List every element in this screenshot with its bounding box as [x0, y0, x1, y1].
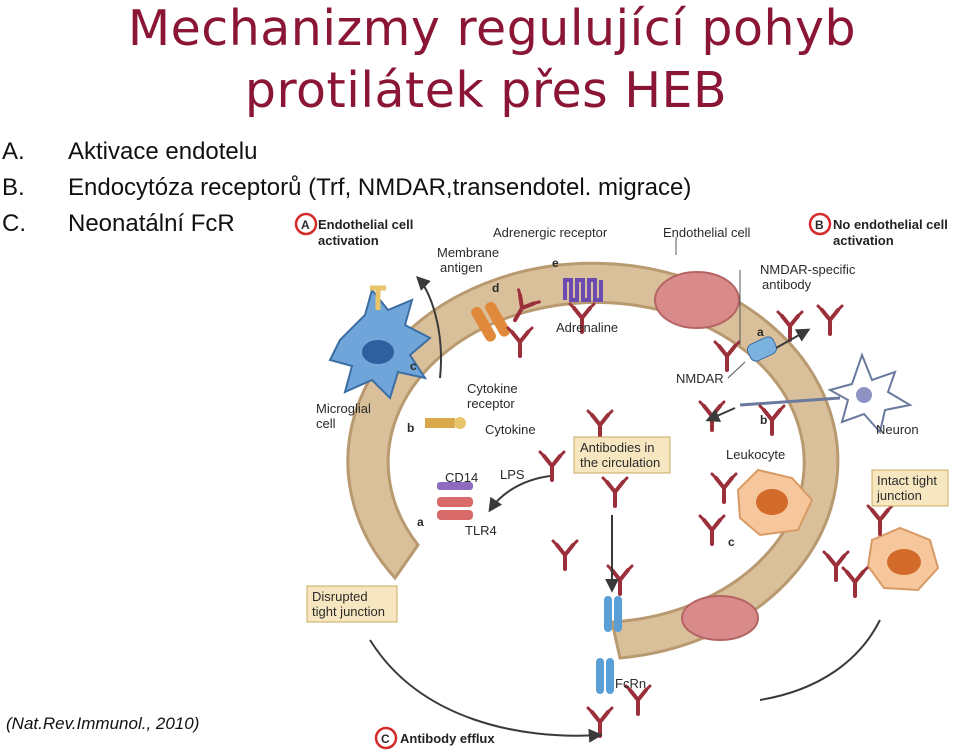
microglial-nucleus: [362, 340, 394, 364]
label-lps: LPS: [500, 467, 525, 482]
circulation-box: [573, 436, 671, 474]
endothelial-nucleus-lower: [681, 595, 759, 641]
label-adrenaline: Adrenaline: [556, 320, 618, 335]
endothelial-nucleus: [654, 271, 740, 329]
label-microglial-cell: Microglial: [316, 401, 371, 416]
neuron: [739, 352, 913, 435]
intact-junction-box: [871, 469, 949, 507]
label-nmdar-antibody: NMDAR-specific: [760, 262, 856, 277]
disrupted-junction-box: [306, 585, 398, 623]
panel-c-circle: [374, 726, 398, 750]
arrow-leukocyte: [488, 475, 551, 513]
arrow-efflux-right: [759, 619, 881, 701]
step-a-lower: a: [417, 515, 424, 529]
leukocyte-nucleus: [756, 489, 788, 515]
citation: (Nat.Rev.Immunol., 2010): [6, 714, 200, 733]
list-item-b: B. Endocytóza receptorů (Trf, NMDAR,trans…: [2, 176, 691, 200]
list-letter: B.: [2, 174, 25, 201]
panel-b-letter: B: [815, 218, 824, 232]
label-intact-tight-junction: Intact tight: [877, 473, 937, 488]
step-c-upper: c: [410, 359, 417, 373]
label-antigen: antigen: [440, 260, 483, 275]
label-intact-tight-junction-2: junction: [876, 488, 922, 503]
label-disrupted-tight-junction: Disrupted: [312, 589, 368, 604]
panel-b-circle: [808, 212, 832, 236]
label-leukocyte: Leukocyte: [726, 447, 785, 462]
panel-c-title: Antibody efflux: [400, 731, 495, 746]
label-fcrn: FcRn: [615, 676, 646, 691]
label-disrupted-tight-junction-2: tight junction: [312, 604, 385, 619]
list-letter: A.: [2, 138, 25, 165]
list-letter: C.: [2, 210, 26, 237]
arrow-a: [775, 328, 811, 349]
label-cytokine-receptor-2: receptor: [467, 396, 515, 411]
label-microglial-cell-2: cell: [316, 416, 336, 431]
endothelium-ring: [346, 261, 840, 660]
label-cd14: CD14: [445, 470, 478, 485]
panel-b-subtitle: activation: [833, 233, 894, 248]
label-nmdar-antibody-2: antibody: [762, 277, 812, 292]
label-antibodies-circulation: Antibodies in: [580, 440, 654, 455]
page-title: Mechanizmy regulující pohyb: [127, 0, 857, 57]
membrane-antigen: [471, 301, 510, 342]
list-text: Aktivace endotelu: [68, 138, 258, 165]
adrenergic-receptor: [563, 278, 603, 302]
nmdar-receptor: [746, 336, 778, 362]
panel-c-letter: C: [381, 732, 390, 746]
panel-a-subtitle: activation: [318, 233, 379, 248]
fcrn-receptor: [596, 596, 622, 694]
step-b-upper: b: [760, 413, 767, 427]
step-d: d: [492, 281, 499, 295]
page-title-line2: protilátek přes HEB: [244, 62, 728, 119]
tlr4-receptor: [437, 482, 473, 520]
label-cytokine-receptor: Cytokine: [467, 381, 518, 396]
step-a-upper: a: [757, 325, 764, 339]
list-text: Neonatální FcR: [68, 210, 235, 237]
label-membrane: Membrane: [437, 245, 499, 260]
label-neuron: Neuron: [876, 422, 919, 437]
panel-a-title: Endothelial cell: [318, 217, 413, 232]
arrow-efflux: [369, 639, 603, 743]
step-e: e: [552, 256, 559, 270]
step-c-lower: c: [728, 535, 735, 549]
label-adrenergic-receptor: Adrenergic receptor: [493, 225, 608, 240]
label-antibodies-circulation-2: the circulation: [580, 455, 660, 470]
cytokine-receptor: [425, 417, 466, 429]
label-tlr4: TLR4: [465, 523, 497, 538]
label-nmdar: NMDAR: [676, 371, 724, 386]
list-text: Endocytóza receptorů (Trf, NMDAR,transen…: [68, 174, 692, 201]
label-endothelial-cell: Endothelial cell: [663, 225, 751, 240]
list-item-a: A. Aktivace endotelu: [2, 140, 257, 164]
microglia-receptor: [370, 285, 386, 310]
label-cytokine: Cytokine: [485, 422, 536, 437]
arrow-c-microglia: [416, 276, 442, 379]
arrow-b: [705, 407, 736, 422]
panel-a-circle: [294, 212, 318, 236]
list-item-c: C. Neonatální FcR: [2, 212, 235, 236]
leukocyte-nucleus-2: [887, 549, 921, 575]
panel-a-letter: A: [301, 218, 310, 232]
panel-b-title: No endothelial cell: [833, 217, 948, 232]
step-b-lower: b: [407, 421, 414, 435]
